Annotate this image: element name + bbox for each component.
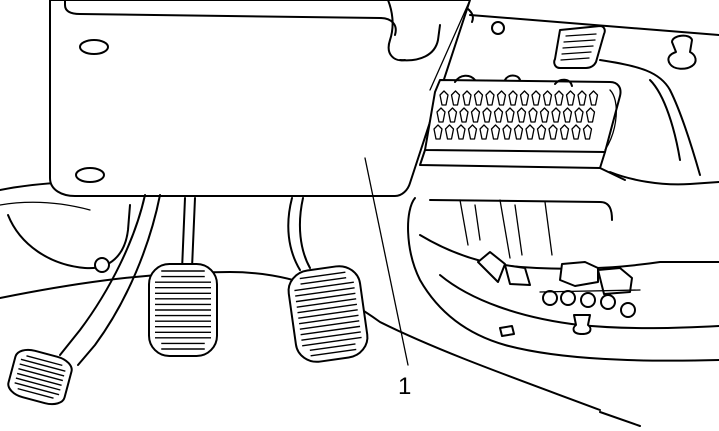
fuse-icon [588,90,599,106]
fuse-icon [456,124,466,140]
fuse-icon [585,107,596,123]
fuse-icon [559,124,570,140]
fuse-icon [439,90,449,106]
panel-clip-icon [75,167,105,183]
fuse-icon [551,107,561,123]
fuse-icon [571,124,581,140]
fuse-icon [565,90,576,106]
fuse-icon [496,90,507,106]
fuse-icon [436,107,446,123]
fuse-icon [485,90,495,106]
clutch-pedal-pad [7,348,73,406]
fuse-icon [528,107,538,123]
knob-icon [667,34,697,70]
fuse-icon [536,124,547,140]
relay-icon [539,261,641,335]
bolt-icon [94,257,110,273]
connector-icon [477,251,531,286]
fuse-icon [539,107,550,123]
fuse-icon [450,90,461,106]
lower-trim-panel [49,0,471,197]
panel-clip-icon [79,39,109,55]
pedal-arms [59,194,311,366]
fuse-icon [548,124,558,140]
fuse-icon [525,124,535,140]
upper-dash-details [491,21,697,70]
fuse-icon [467,124,478,140]
accelerator-pedal-pad [287,265,369,363]
fuse-icon [574,107,584,123]
fuse-icon [519,90,530,106]
fuse-icon [473,90,484,106]
callout-label-1: 1 [398,373,411,400]
fuse-icon [502,124,512,140]
fuse-icon [433,124,443,140]
fuse-icon [516,107,527,123]
fuse-icon [577,90,587,106]
left-kick-panel [7,204,131,273]
fuse-row [433,90,599,140]
fuse-icon [582,124,593,140]
fuse-icon [542,90,553,106]
fuse-box [419,74,626,181]
clip-icon [499,325,515,337]
brake-pedal-pad [148,263,218,357]
fuse-icon [470,107,481,123]
fuse-icon [479,124,489,140]
fuse-icon [493,107,504,123]
fuse-icon [447,107,458,123]
fuse-icon [562,107,573,123]
right-dash-edge [429,0,719,186]
fuse-icon [554,90,564,106]
screw-icon [491,21,505,35]
fuse-icon [444,124,455,140]
fuse-icon [462,90,472,106]
fuse-icon [505,107,515,123]
fuse-icon [508,90,518,106]
callout-1: 1 [364,157,411,400]
fuse-icon [459,107,469,123]
lower-cavity [407,197,719,362]
fuse-icon [531,90,541,106]
fuse-icon [482,107,492,123]
fuse-icon [490,124,501,140]
fuse-icon [513,124,524,140]
